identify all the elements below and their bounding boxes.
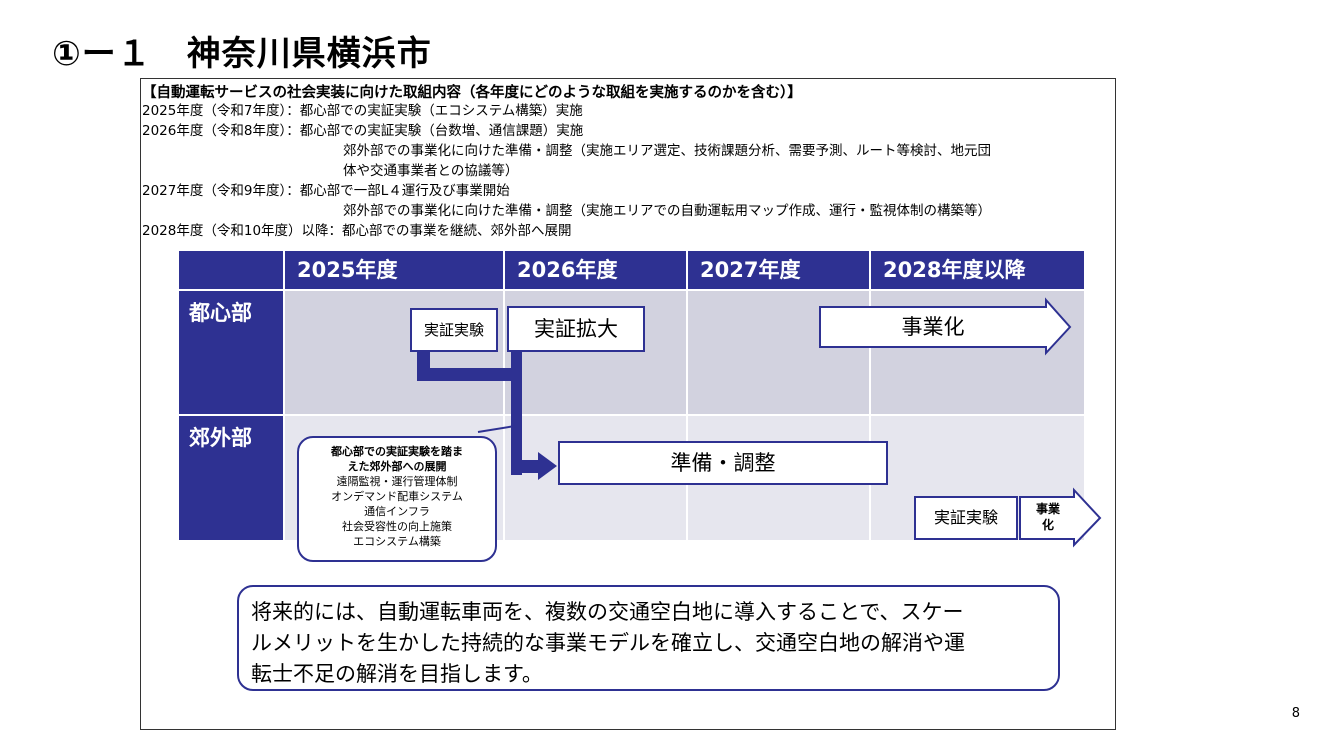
table-header-corner <box>179 251 283 289</box>
plan-line-2027-b: 郊外部での事業化に向けた準備・調整（実施エリアでの自動運転用マップ作成、運行・監… <box>343 203 991 219</box>
note-title-line1: 都心部での実証実験を踏ま <box>331 445 463 458</box>
plan-line-2027: 2027年度（令和9年度）：都心部で一部L４運行及び事業開始 <box>142 183 510 199</box>
note-item: オンデマンド配車システム <box>331 490 463 503</box>
suburb-prep-box: 準備・調整 <box>558 441 888 485</box>
suburb-expansion-note: 都心部での実証実験を踏ま えた郊外部への展開 遠隔監視・運行管理体制 オンデマン… <box>297 436 497 562</box>
city-expand-box: 実証拡大 <box>507 306 645 352</box>
plan-line-2026: 2026年度（令和8年度）：都心部での実証実験（台数増、通信課題）実施 <box>142 123 584 139</box>
page-number: 8 <box>1291 706 1300 721</box>
plan-line-2025: 2025年度（令和7年度）：都心部での実証実験（エコシステム構築）実施 <box>142 103 583 119</box>
suburb-trial-box: 実証実験 <box>914 496 1018 540</box>
table-header-2026: 2026年度 <box>505 251 686 289</box>
section-heading: 【自動運転サービスの社会実装に向けた取組内容（各年度にどのような取組を実施するの… <box>142 85 802 101</box>
summary-line-2: ルメリットを生かした持続的な事業モデルを確立し、交通空白地の解消や運 <box>251 631 965 655</box>
table-header-2028: 2028年度以降 <box>871 251 1084 289</box>
note-item: エコシステム構築 <box>353 535 441 548</box>
city-business-arrow <box>819 297 1072 356</box>
city-business-label: 事業化 <box>901 315 965 339</box>
row-label-city: 都心部 <box>179 291 283 414</box>
row-label-suburb: 郊外部 <box>179 416 283 540</box>
plan-line-2026-b: 郊外部での事業化に向けた準備・調整（実施エリア選定、技術課題分析、需要予測、ルー… <box>343 143 991 159</box>
plan-line-2028: 2028年度（令和10年度）以降：都心部での事業を継続、郊外部へ展開 <box>142 223 572 239</box>
table-header-2025: 2025年度 <box>285 251 503 289</box>
note-title-line2: えた郊外部への展開 <box>347 460 447 473</box>
summary-line-3: 転士不足の解消を目指します。 <box>251 662 543 686</box>
suburb-business-label: 事業 化 <box>1035 502 1060 532</box>
note-item: 遠隔監視・運行管理体制 <box>336 475 458 488</box>
city-trial-box: 実証実験 <box>410 308 498 352</box>
page-title: ①ー１ 神奈川県横浜市 <box>52 34 432 74</box>
content-frame <box>140 78 1116 730</box>
summary-box: 将来的には、自動運転車両を、複数の交通空白地に導入することで、スケー ルメリット… <box>237 585 1060 691</box>
summary-line-1: 将来的には、自動運転車両を、複数の交通空白地に導入することで、スケー <box>251 600 964 624</box>
table-header-2027: 2027年度 <box>688 251 869 289</box>
note-item: 通信インフラ <box>364 505 430 518</box>
plan-line-2026-c: 体や交通事業者との協議等） <box>343 163 519 179</box>
note-item: 社会受容性の向上施策 <box>342 520 452 533</box>
suburb-business-arrow <box>1019 487 1102 548</box>
